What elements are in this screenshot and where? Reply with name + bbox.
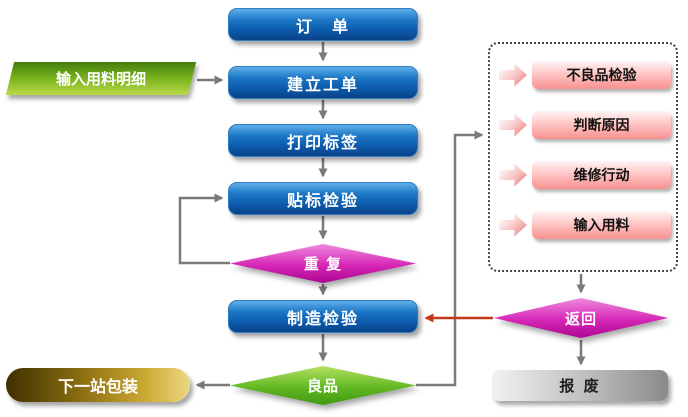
rework-item-judge-cause: 判断原因 (499, 110, 671, 140)
node-next-station-packaging-label: 下一站包装 (57, 377, 138, 396)
node-next-station-packaging: 下一站包装 (6, 368, 190, 402)
node-label-inspection: 贴标检验 (228, 182, 418, 215)
node-manufacturing-inspection-label: 制造检验 (286, 308, 359, 328)
decision-return-label: 返回 (564, 309, 597, 328)
decision-repeat: 重 复 (230, 244, 416, 283)
arrow-repeat-loop-to-label-inspection (178, 193, 230, 265)
node-scrap-label: 报 废 (559, 377, 601, 395)
node-input-material-detail-label: 输入用料明细 (55, 70, 146, 88)
decision-return-shape: 返回 (494, 298, 668, 338)
node-create-work-order: 建立工单 (228, 66, 418, 99)
rework-item-defective-inspection: 不良品检验 (499, 60, 671, 90)
node-order-label: 订 单 (295, 16, 350, 36)
decision-good-product-shape: 良品 (230, 366, 416, 405)
arrow-good-product-to-rework-panel (416, 130, 484, 387)
rework-item-label: 不良品检验 (532, 61, 671, 89)
decision-return: 返回 (494, 298, 668, 338)
rework-item-repair-action: 维修行动 (499, 160, 671, 190)
node-manufacturing-inspection: 制造检验 (228, 300, 418, 333)
rework-item-label: 判断原因 (532, 111, 671, 139)
right-arrow-icon (499, 113, 527, 137)
rework-panel: 不良品检验 判断原因 维修行动 输入用料 (488, 42, 678, 272)
node-label-inspection-label: 贴标检验 (286, 190, 359, 210)
rework-item-input-material: 输入用料 (499, 210, 671, 240)
node-scrap: 报 废 (492, 370, 668, 401)
decision-good-product-label: 良品 (306, 377, 339, 395)
node-print-label: 打印标签 (228, 124, 418, 157)
rework-item-label: 维修行动 (532, 161, 671, 189)
decision-good-product: 良品 (230, 366, 416, 405)
decision-repeat-label: 重 复 (303, 255, 343, 273)
rework-item-label: 输入用料 (532, 211, 671, 239)
right-arrow-icon (499, 63, 527, 87)
node-create-work-order-label: 建立工单 (286, 74, 359, 94)
right-arrow-icon (499, 163, 527, 187)
node-order: 订 单 (228, 8, 418, 41)
node-print-label-label: 打印标签 (286, 132, 359, 152)
decision-repeat-shape: 重 复 (230, 244, 416, 283)
right-arrow-icon (499, 213, 527, 237)
node-input-material-detail: 输入用料明细 (5, 62, 197, 95)
